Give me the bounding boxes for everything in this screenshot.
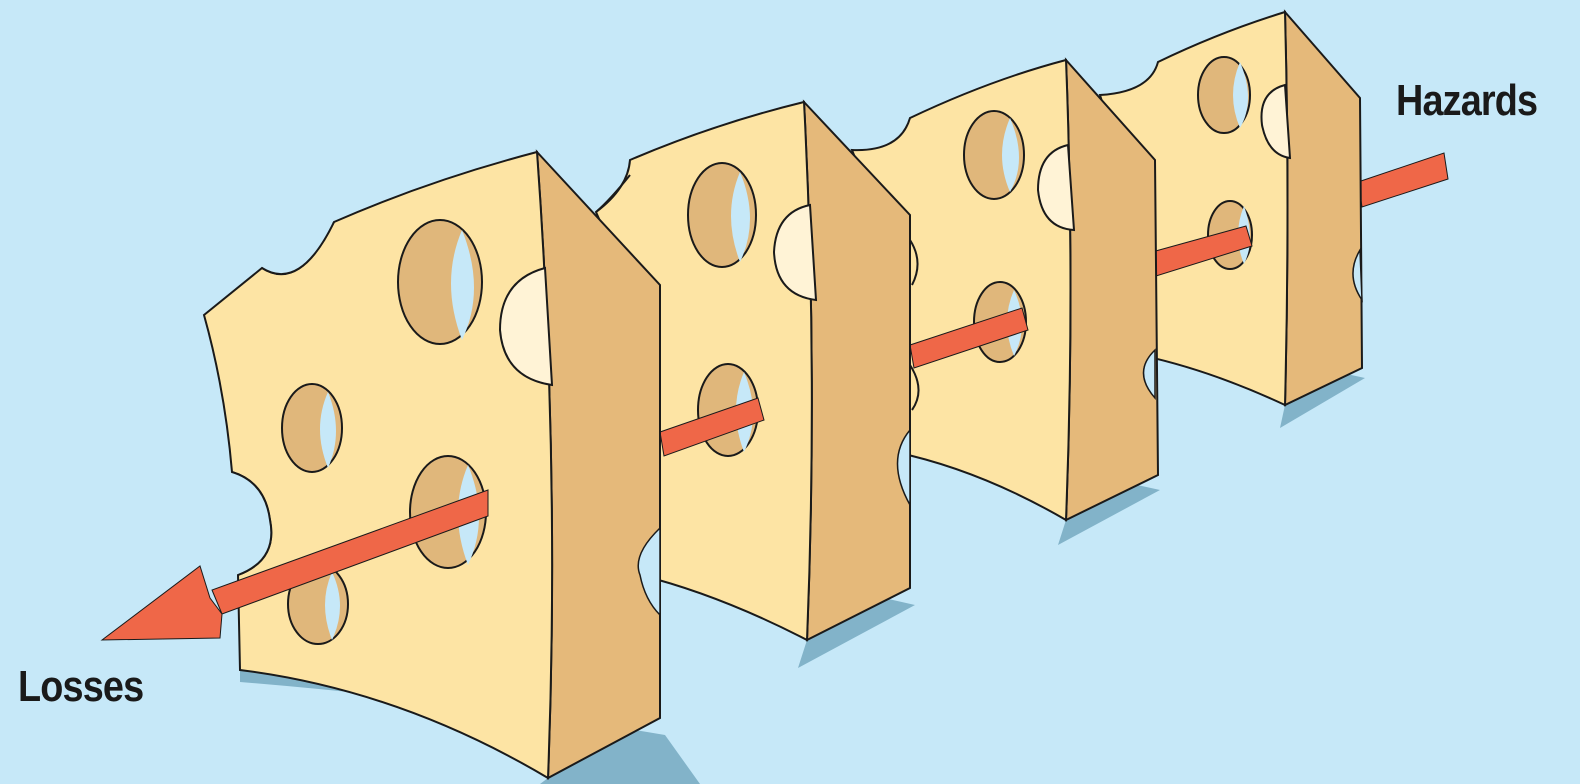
- arrow-tail-segment: [1358, 153, 1448, 207]
- hazards-label: Hazards: [1396, 76, 1537, 126]
- cheese-face: [204, 152, 552, 778]
- cheese-side: [1285, 12, 1362, 405]
- arrow-head: [102, 566, 222, 640]
- losses-label: Losses: [18, 662, 143, 712]
- cheese-slice-1: [204, 152, 700, 784]
